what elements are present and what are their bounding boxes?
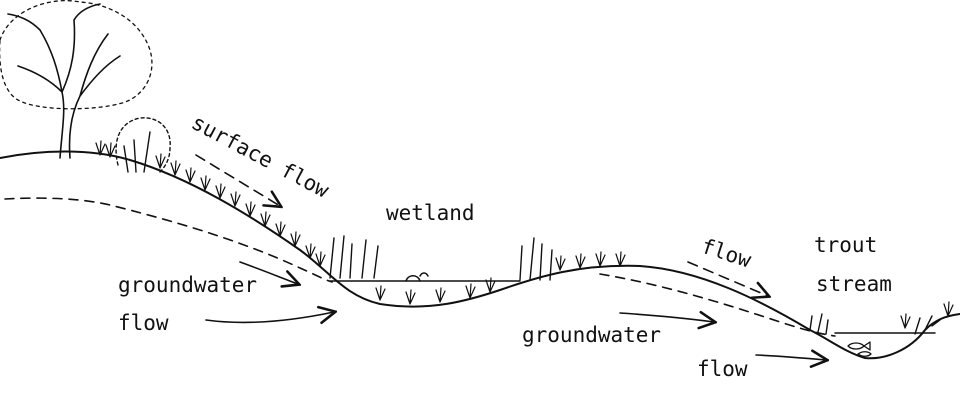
label-stream: stream xyxy=(816,272,892,296)
label-surface-flow: surface flow xyxy=(188,110,334,203)
label-flow-bottom: flow xyxy=(697,357,748,381)
grass-icon xyxy=(95,140,954,329)
water-table-line-right xyxy=(599,273,836,337)
label-wetland: wetland xyxy=(386,201,475,225)
water-table-line xyxy=(4,197,333,283)
label-groundwater-left: groundwater xyxy=(118,273,257,297)
fish-icon xyxy=(847,341,872,357)
label-flow-left: flow xyxy=(118,311,169,335)
ground-surface-line xyxy=(0,150,960,360)
cattail-icon xyxy=(329,235,941,335)
surface-flow-arrow xyxy=(195,154,280,206)
grass-tufts xyxy=(95,140,954,329)
groundwater-arrow-middle xyxy=(619,313,714,322)
groundwater-arrow-bottom xyxy=(755,355,826,360)
groundwater-arrow-upper xyxy=(239,261,298,284)
label-flow-right: flow xyxy=(698,234,754,273)
shrub-icon xyxy=(115,117,171,173)
label-trout: trout xyxy=(814,233,877,257)
tree-icon xyxy=(0,0,153,159)
groundwater-arrow-lower xyxy=(205,312,334,322)
right-slope-flow-arrow xyxy=(687,261,768,296)
duck-icon xyxy=(405,272,429,282)
label-groundwater-middle: groundwater xyxy=(522,323,661,347)
